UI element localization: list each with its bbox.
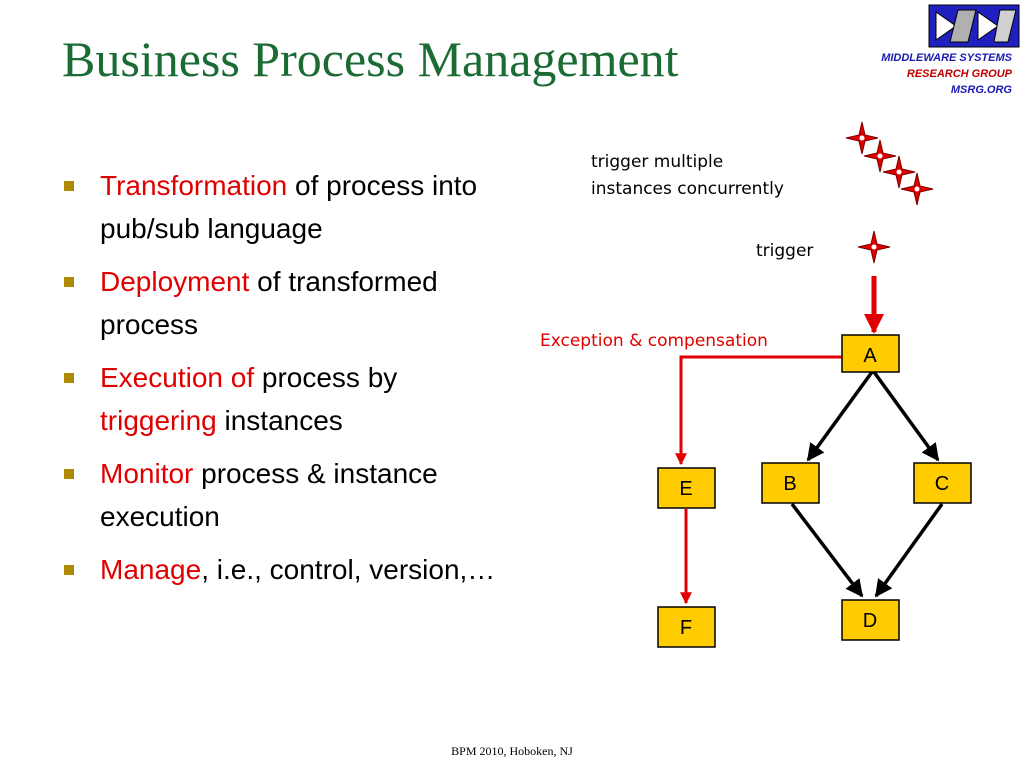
bullet-highlight: Manage	[100, 554, 202, 585]
node-d: D	[841, 599, 900, 641]
msrg-logo: MIDDLEWARE SYSTEMS RESEARCH GROUP MSRG.O…	[881, 4, 1020, 96]
caption-multiple-line1: trigger multiple	[591, 152, 723, 172]
bullet-text: of process into pub/sub language	[100, 170, 478, 244]
edge-a-b	[806, 370, 874, 462]
red-star-icon	[857, 230, 891, 264]
bullet-list: Transformation of process into pub/sub l…	[62, 164, 512, 601]
bullet-item: Manage, i.e., control, version,…	[62, 548, 512, 591]
node-f-label: F	[680, 617, 692, 639]
bullet-highlight: Execution of	[100, 362, 255, 393]
bullet-highlight: Deployment	[100, 266, 250, 297]
node-b: B	[761, 462, 820, 504]
node-e-label: E	[679, 478, 692, 500]
edge-a-c	[872, 370, 940, 462]
bullet-highlight: Monitor	[100, 458, 194, 489]
square-bullet-icon	[64, 181, 74, 191]
logo-line-2: RESEARCH GROUP	[906, 68, 1012, 80]
node-c-label: C	[935, 473, 949, 495]
node-f: F	[657, 606, 716, 648]
square-bullet-icon	[64, 277, 74, 287]
slide-footer: BPM 2010, Hoboken, NJ	[451, 744, 573, 758]
square-bullet-icon	[64, 373, 74, 383]
slide-title: Business Process Management	[62, 31, 679, 87]
bullet-text: , i.e., control, version,…	[201, 554, 496, 585]
node-e: E	[657, 467, 716, 509]
node-a-label: A	[863, 345, 877, 367]
edge-b-d	[790, 502, 864, 598]
bullet-item: Transformation of process into pub/sub l…	[62, 164, 512, 250]
red-star-icon	[863, 139, 897, 173]
caption-trigger: trigger	[756, 241, 813, 261]
edge-c-d	[874, 502, 944, 598]
node-b-label: B	[783, 473, 796, 495]
bullet-highlight: Transformation	[100, 170, 288, 201]
caption-multiple-line2: instances concurrently	[591, 179, 784, 199]
red-star-icon	[845, 121, 879, 155]
exception-arrow	[675, 355, 842, 466]
msrg-logo-icon	[928, 4, 1020, 48]
bullet-text: instances	[216, 405, 343, 436]
bullet-item: Deployment of transformed process	[62, 260, 512, 346]
logo-line-3: MSRG.ORG	[950, 84, 1012, 96]
node-d-label: D	[863, 610, 877, 632]
bullet-item: Execution of process by triggering insta…	[62, 356, 512, 442]
logo-line-1: MIDDLEWARE SYSTEMS	[881, 52, 1012, 64]
square-bullet-icon	[64, 469, 74, 479]
bullet-highlight: triggering	[100, 405, 217, 436]
node-a: A	[841, 334, 900, 373]
caption-exception: Exception & compensation	[540, 331, 768, 351]
bullet-text: of transformed process	[100, 266, 438, 340]
bullet-item: Monitor process & instance execution	[62, 452, 512, 538]
red-star-icon	[900, 172, 934, 206]
red-star-icon	[882, 155, 916, 189]
square-bullet-icon	[64, 565, 74, 575]
bullet-text: process by	[254, 362, 398, 393]
bullet-text: process & instance execution	[100, 458, 438, 532]
node-c: C	[913, 462, 972, 504]
